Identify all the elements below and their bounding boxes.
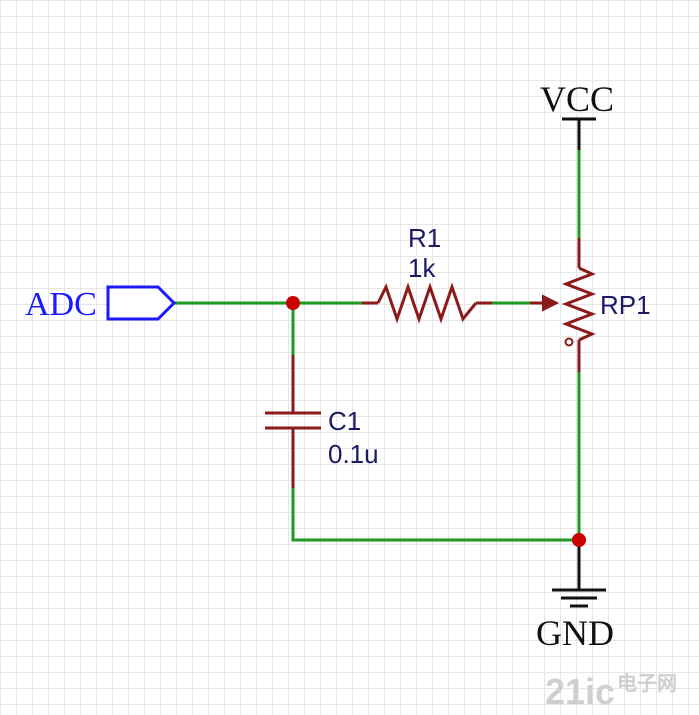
capacitor-c1 (265, 355, 321, 488)
pin-marker-icon (564, 337, 574, 347)
junction-dot-adc-node (286, 296, 300, 310)
gnd-label: GND (536, 613, 614, 653)
wiper-arrow-icon (542, 294, 560, 312)
adc-label: ADC (25, 286, 97, 323)
vcc-label: VCC (540, 79, 614, 119)
wires (172, 148, 581, 542)
adc-port-icon (106, 285, 177, 321)
watermark: 21ic 电子网 (545, 671, 677, 712)
vcc-symbol (562, 117, 596, 150)
c1-ref-label: C1 (328, 406, 361, 436)
watermark-site: 电子网 (617, 672, 677, 695)
watermark-brand: 21ic (545, 671, 615, 712)
ground-symbol (552, 540, 606, 608)
r1-ref-label: R1 (408, 223, 441, 253)
junction-dot-gnd-node (572, 533, 586, 547)
r1-value-label: 1k (408, 253, 436, 283)
resistor-r1 (362, 282, 492, 324)
c1-value-label: 0.1u (328, 439, 379, 469)
potentiometer-rp1 (530, 238, 597, 372)
rp1-ref-label: RP1 (600, 290, 651, 320)
